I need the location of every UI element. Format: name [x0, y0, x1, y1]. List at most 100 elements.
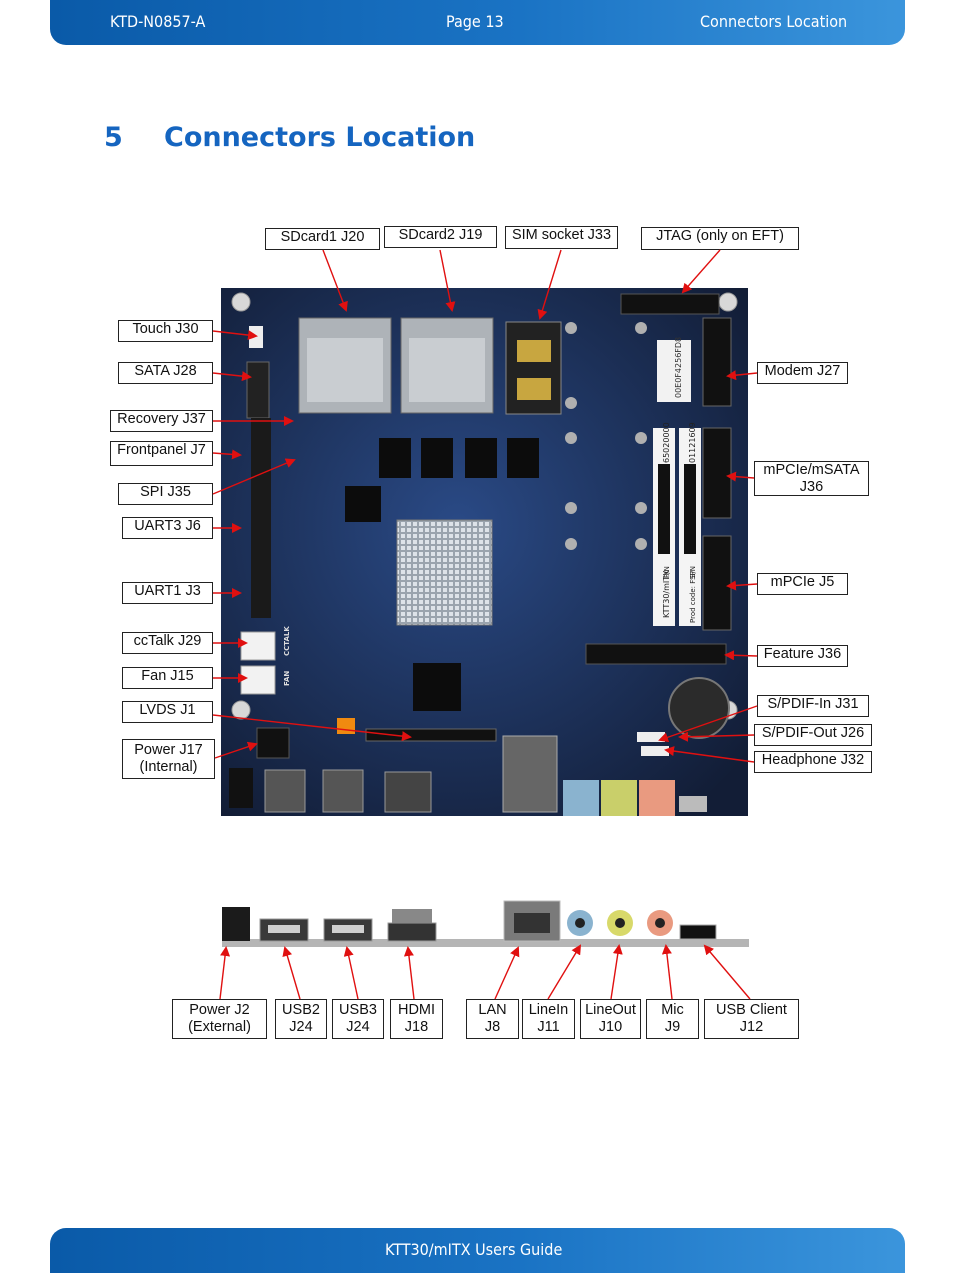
label-mpcie-msata: mPCIe/mSATA J36 — [754, 461, 869, 496]
label-usb-client-line2: J12 — [739, 1019, 764, 1035]
page-header: KTD-N0857-A Page 13 Connectors Location — [50, 0, 905, 45]
section-number: 5 — [104, 122, 123, 153]
header-section: Connectors Location — [700, 12, 848, 31]
label-usb2-line1: USB2 — [282, 1002, 320, 1018]
label-cctalk: ccTalk J29 — [122, 632, 213, 654]
mac-address: 00E0F4256FD8 — [674, 337, 683, 398]
label-usb2: USB2 J24 — [275, 999, 327, 1039]
usb2-port — [264, 769, 306, 813]
label-mic: Mic J9 — [646, 999, 699, 1039]
label-usb3-line1: USB3 — [339, 1002, 377, 1018]
label-power-internal-line1: Power J17 — [134, 742, 203, 758]
label-power-external: Power J2 (External) — [172, 999, 267, 1039]
usb-client-port — [679, 796, 707, 812]
label-frontpanel: Frontpanel J7 — [110, 441, 213, 466]
arrow-power-ext — [219, 946, 231, 1000]
mount-hole — [231, 292, 251, 312]
label-sim-socket: SIM socket J33 — [505, 226, 618, 249]
label-linein-line1: LineIn — [528, 1002, 569, 1018]
part-number: 65020000 — [662, 422, 671, 463]
board-top-view: 00E0F4256FD8 65020000 KTT30/mITX P/N 011… — [221, 288, 748, 816]
silk-fan: FAN — [283, 671, 291, 686]
feature-header — [585, 643, 727, 665]
label-hdmi-line1: HDMI — [397, 1002, 436, 1018]
label-usb3: USB3 J24 — [332, 999, 384, 1039]
hdmi-port — [384, 771, 432, 813]
label-usb2-line2: J24 — [289, 1019, 313, 1035]
arrow-hdmi — [403, 946, 415, 1000]
arrow-lineout — [610, 944, 623, 1000]
label-mic-line2: J9 — [664, 1019, 681, 1035]
label-uart1: UART1 J3 — [122, 582, 213, 604]
arrow-usb3 — [343, 946, 359, 1000]
arrow-usb2 — [282, 946, 301, 1000]
power-int-connector — [256, 727, 290, 759]
mpcie-slot — [702, 535, 732, 631]
page-number: Page 13 — [446, 12, 504, 31]
label-lineout-line2: J10 — [598, 1019, 623, 1035]
board-side-view — [222, 895, 749, 947]
linein-jack — [563, 780, 599, 816]
heatsink — [396, 519, 493, 626]
pn-label: P/N — [663, 566, 671, 578]
label-lineout: LineOut J10 — [580, 999, 641, 1039]
arrow-usb-client — [703, 944, 751, 1000]
label-mpcie-msata-line1: mPCIe/mSATA — [763, 462, 860, 478]
label-power-internal-line2: (Internal) — [139, 759, 198, 775]
fan-connector — [240, 665, 276, 695]
label-headphone: Headphone J32 — [754, 751, 872, 773]
side-drawing — [222, 900, 749, 947]
silk-cctalk: CCTALK — [283, 626, 291, 656]
jtag-header — [620, 293, 720, 315]
sn-label: S/N — [689, 566, 697, 578]
lvds-connector — [365, 728, 497, 742]
label-usb3-line2: J24 — [346, 1019, 370, 1035]
label-sdcard1: SDcard1 J20 — [265, 228, 380, 250]
label-sata: SATA J28 — [118, 362, 213, 384]
lan-port — [502, 735, 558, 813]
label-sdcard2: SDcard2 J19 — [384, 226, 497, 248]
mount-hole — [718, 292, 738, 312]
arrow-mic — [661, 944, 673, 1000]
label-mpcie-msata-line2: J36 — [799, 479, 824, 495]
label-lan-line1: LAN — [478, 1002, 507, 1018]
mic-jack — [639, 780, 675, 816]
mac-sticker — [657, 340, 691, 402]
label-hdmi-line2: J18 — [404, 1019, 429, 1035]
modem-slot — [702, 317, 732, 407]
label-linein-line2: J11 — [537, 1019, 560, 1035]
coin-battery — [668, 677, 730, 739]
arrow-jtag — [681, 249, 721, 294]
board-model: KTT30/mITX — [662, 570, 671, 618]
label-usb-client-line1: USB Client — [716, 1002, 787, 1018]
label-touch: Touch J30 — [118, 320, 213, 342]
label-power-internal: Power J17 (Internal) — [122, 739, 215, 779]
mpcie-msata-slot — [702, 427, 732, 519]
label-spi: SPI J35 — [118, 483, 213, 505]
label-jtag: JTAG (only on EFT) — [641, 227, 799, 250]
label-feature: Feature J36 — [757, 645, 848, 667]
label-usb-client: USB Client J12 — [704, 999, 799, 1039]
label-fan: Fan J15 — [122, 667, 213, 689]
label-spdif-in: S/PDIF-In J31 — [757, 695, 869, 717]
doc-id: KTD-N0857-A — [110, 12, 206, 31]
footer-title: KTT30/mITX Users Guide — [385, 1240, 563, 1259]
label-power-external-line1: Power J2 — [189, 1002, 250, 1018]
sim-socket — [505, 321, 562, 415]
serial-number: 01121609 — [688, 422, 697, 463]
page-footer: KTT30/mITX Users Guide — [50, 1228, 905, 1273]
mount-hole — [231, 700, 251, 720]
label-linein: LineIn J11 — [522, 999, 575, 1039]
usb3-port — [322, 769, 364, 813]
arrow-linein — [547, 944, 582, 1000]
label-uart3: UART3 J6 — [122, 517, 213, 539]
cctalk-connector — [240, 631, 276, 661]
label-lvds: LVDS J1 — [122, 701, 213, 723]
label-mpcie: mPCIe J5 — [757, 573, 848, 595]
label-hdmi: HDMI J18 — [390, 999, 443, 1039]
label-lineout-line1: LineOut — [585, 1002, 636, 1018]
label-spdif-out: S/PDIF-Out J26 — [754, 724, 872, 746]
arrow-lan — [494, 946, 520, 1000]
dc-jack — [229, 768, 253, 808]
section-title: Connectors Location — [164, 122, 476, 153]
